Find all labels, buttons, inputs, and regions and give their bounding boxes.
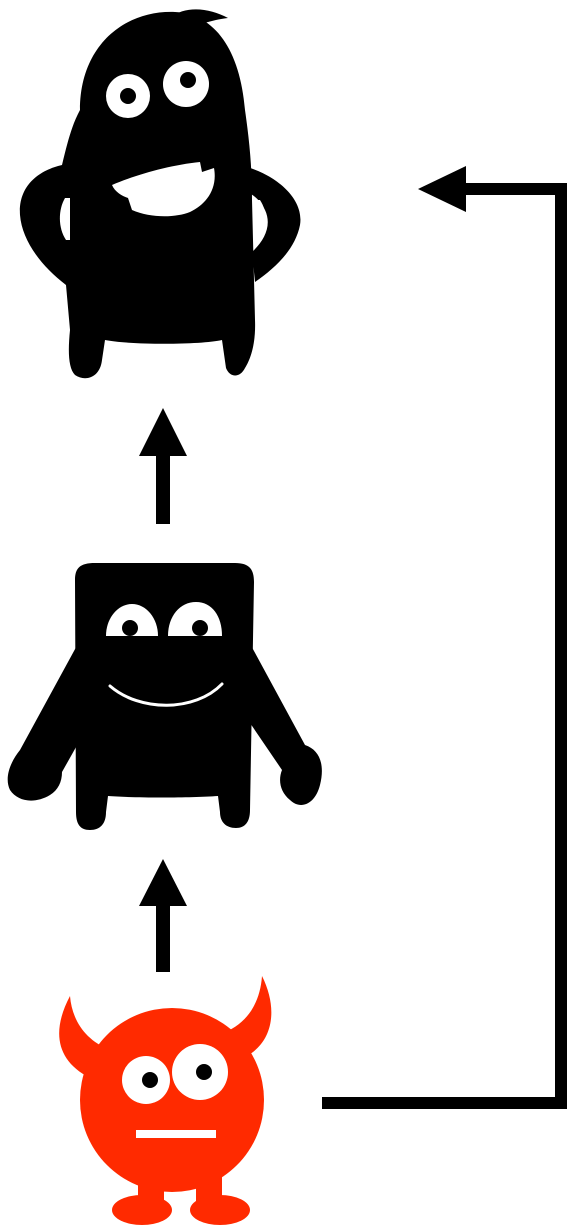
arrow-devil-to-square xyxy=(139,859,187,972)
devil-monster-icon xyxy=(59,976,271,1225)
arrow-head xyxy=(139,408,187,456)
arrow-head xyxy=(139,859,187,906)
arrow-shaft xyxy=(322,189,561,1103)
arrow-shaft xyxy=(156,898,170,972)
tall-monster-right-pupil xyxy=(180,72,196,88)
square-monster-left-arm xyxy=(8,640,80,801)
devil-monster-left-foot xyxy=(112,1195,172,1225)
square-monster-body xyxy=(75,563,254,830)
devil-monster-right-pupil xyxy=(196,1064,212,1080)
square-monster-icon xyxy=(8,563,322,830)
tall-monster-icon xyxy=(20,9,301,378)
devil-monster-left-pupil xyxy=(142,1072,158,1088)
arrow-shaft xyxy=(156,448,170,524)
square-monster-right-pupil xyxy=(192,620,208,636)
square-monster-right-arm xyxy=(248,640,322,805)
arrow-devil-to-tall xyxy=(322,166,561,1103)
arrow-square-to-tall xyxy=(139,408,187,524)
devil-monster-body xyxy=(80,1008,264,1192)
tall-monster-left-pupil xyxy=(120,88,136,104)
devil-monster-right-foot xyxy=(190,1195,250,1225)
arrow-head xyxy=(418,166,466,212)
square-monster-left-pupil xyxy=(122,620,138,636)
devil-monster-mouth xyxy=(136,1130,216,1138)
